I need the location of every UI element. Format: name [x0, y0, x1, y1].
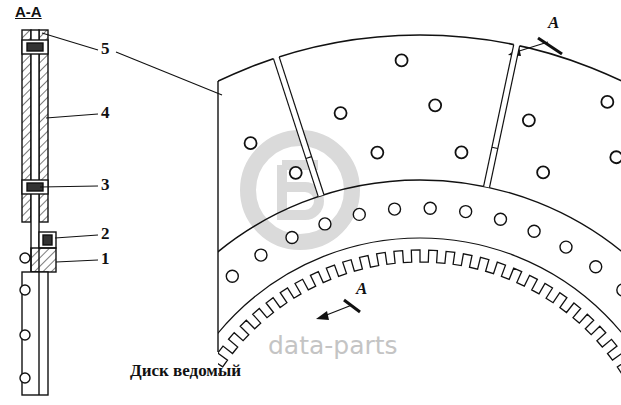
caption: Диск ведомый	[130, 362, 241, 381]
slot-end	[306, 157, 312, 159]
section-view	[20, 30, 56, 395]
hub-hole	[590, 261, 602, 273]
rivet-hole	[601, 96, 613, 108]
rivet-hole	[335, 107, 347, 119]
segment-gap	[272, 53, 324, 197]
hub-hole	[226, 270, 238, 282]
hub-hole	[460, 206, 472, 218]
lining-inner-edge	[218, 180, 621, 405]
rivet-hole	[455, 146, 467, 158]
slot-end	[492, 147, 498, 148]
callout-number: 1	[101, 250, 110, 269]
hub-hole	[424, 202, 436, 214]
gap-edge	[279, 57, 324, 195]
rivet-hole	[371, 147, 383, 159]
rivet-hole	[537, 166, 549, 178]
leader-lines	[40, 33, 222, 262]
lining-outer-edge	[218, 35, 621, 405]
rivet-hole	[396, 54, 408, 66]
rivet-hole	[429, 99, 441, 111]
hub-hole	[319, 218, 331, 230]
spline-teeth	[218, 250, 621, 405]
gap-edge	[489, 46, 519, 188]
hub-hole	[255, 249, 267, 261]
callout-number: 3	[101, 176, 110, 195]
section-title: А-А	[15, 4, 42, 21]
hub-plate-edge	[218, 238, 621, 405]
callout-number: 5	[101, 40, 110, 59]
hub-hole	[528, 225, 540, 237]
gap-edge	[484, 45, 514, 187]
segment-gap	[484, 41, 521, 188]
rivet-hole	[245, 137, 257, 149]
section-mark: А	[356, 280, 367, 299]
hub-hole	[494, 213, 506, 225]
section-mark: А	[548, 14, 559, 33]
rivet-hole	[523, 114, 535, 126]
callout-number: 4	[101, 104, 110, 123]
callout-number: 2	[101, 225, 110, 244]
watermark-logo	[248, 138, 352, 242]
watermark: data-parts	[268, 332, 398, 360]
rivet-hole	[610, 151, 621, 163]
rivet-hole	[290, 167, 302, 179]
hub-hole	[389, 203, 401, 215]
driven-disc	[218, 35, 621, 405]
hub-hole	[286, 232, 298, 244]
break-line	[217, 81, 218, 352]
section-arrows	[316, 38, 562, 320]
gap-edge	[273, 59, 318, 197]
hub-hole	[617, 284, 621, 296]
hub-hole	[353, 208, 365, 220]
hub-hole	[560, 241, 572, 253]
